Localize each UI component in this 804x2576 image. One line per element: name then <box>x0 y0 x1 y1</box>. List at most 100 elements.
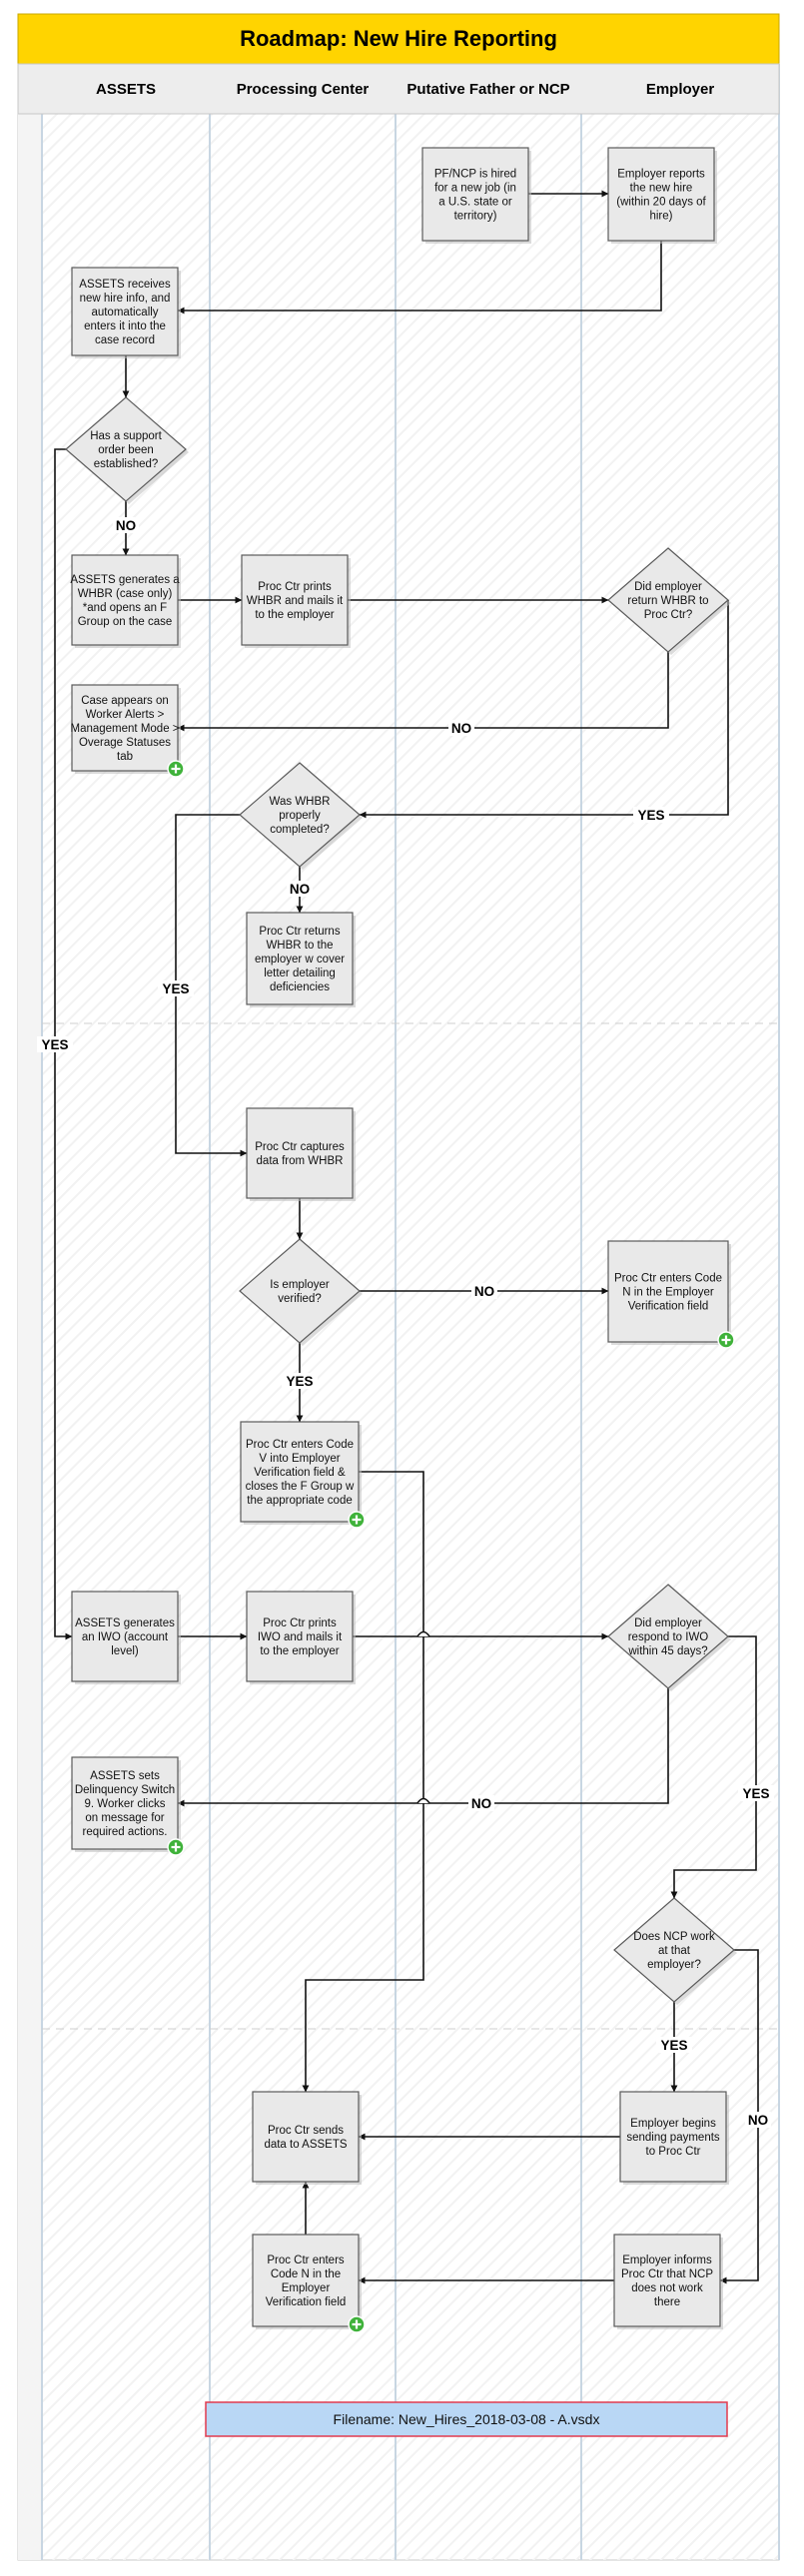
plus-icon[interactable] <box>167 1838 185 1856</box>
lane-header-processing-center: Processing Center <box>237 81 370 98</box>
process-box <box>246 1591 354 1682</box>
connector-respond-no <box>177 1688 669 1807</box>
lane-header-employer: Employer <box>646 81 715 98</box>
process-box <box>71 684 179 772</box>
process-box <box>252 2234 360 2327</box>
connector-codev-to-sends <box>302 1471 424 2093</box>
process-box <box>71 554 179 646</box>
connector-return-no <box>177 652 669 732</box>
label-bg <box>37 1036 73 1052</box>
label-bg <box>468 1795 494 1811</box>
label-bg <box>745 2112 771 2128</box>
label-bg <box>158 980 194 996</box>
process-box <box>607 1240 729 1343</box>
phase-separators <box>42 1022 779 2030</box>
plus-icon[interactable] <box>348 1511 366 1529</box>
lane-bg-putative <box>396 114 581 2560</box>
label-no: NO <box>451 721 471 736</box>
lane-dividers <box>41 64 780 2560</box>
process-box <box>252 2091 360 2183</box>
process-box <box>246 1107 354 1199</box>
label-no: NO <box>116 518 136 533</box>
decision-diamond <box>613 1897 735 2003</box>
process-box <box>71 267 179 356</box>
decision-diamond <box>239 762 361 868</box>
decision-diamond <box>239 1238 361 1344</box>
label-no: NO <box>748 2113 768 2128</box>
label-yes: YES <box>41 1037 68 1052</box>
line-hop <box>416 1630 430 1637</box>
process-box <box>421 147 529 242</box>
plus-icon[interactable] <box>717 1331 735 1349</box>
title-bar <box>17 13 780 65</box>
process-box <box>607 147 715 242</box>
decision-diamond <box>607 1584 729 1689</box>
connector-employer-to-assets <box>177 241 662 315</box>
label-yes: YES <box>637 808 664 823</box>
decision-diamond <box>65 396 187 502</box>
plus-icon[interactable] <box>167 760 185 778</box>
label-yes: YES <box>660 2038 687 2053</box>
label-yes: YES <box>286 1374 313 1389</box>
label-yes: YES <box>742 1786 769 1801</box>
line-hop <box>416 1797 430 1804</box>
process-box <box>240 1421 360 1523</box>
left-margin-band <box>18 64 42 2560</box>
plus-icon[interactable] <box>348 2315 366 2333</box>
process-box <box>613 2234 721 2327</box>
label-bg <box>282 1373 318 1389</box>
label-no: NO <box>471 1796 491 1811</box>
label-no: NO <box>474 1284 494 1299</box>
label-bg <box>633 807 669 823</box>
process-box <box>619 2091 727 2183</box>
label-no: NO <box>290 882 310 897</box>
label-bg <box>448 720 474 736</box>
label-bg <box>471 1283 497 1299</box>
lane-header-assets: ASSETS <box>96 81 156 98</box>
header-band <box>17 63 780 115</box>
label-bg <box>113 517 139 533</box>
lane-header-putative-father: Putative Father or NCP <box>406 81 569 98</box>
